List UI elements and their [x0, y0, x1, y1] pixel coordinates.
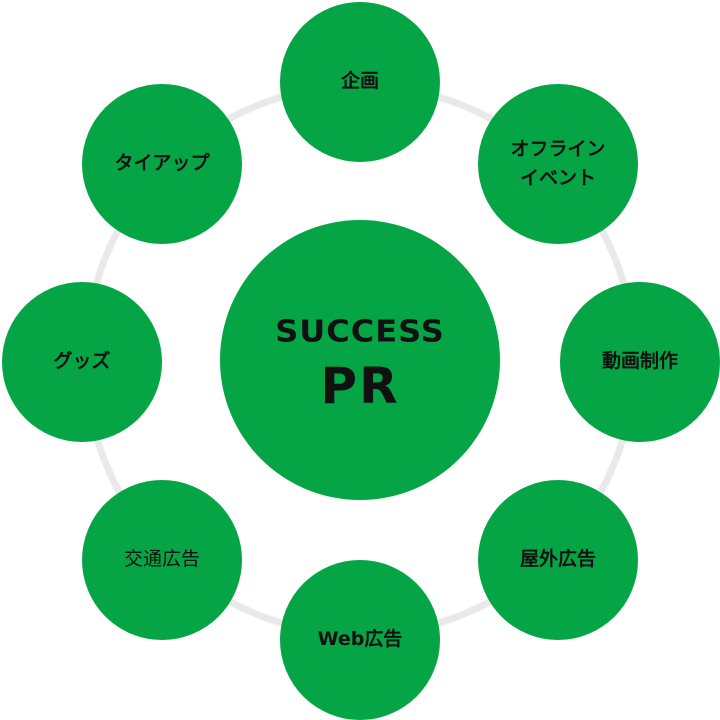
node-video-production: 動画制作 — [560, 282, 720, 442]
node-outdoor-ads: 屋外広告 — [478, 480, 638, 640]
node-transit-ads: 交通広告 — [82, 480, 242, 640]
node-goods: グッズ — [2, 282, 162, 442]
node-planning: 企画 — [280, 2, 440, 162]
node-web-ads: Web広告 — [280, 560, 440, 720]
center-circle: SUCCESS PR — [220, 220, 500, 500]
node-tie-up: タイアップ — [82, 84, 242, 244]
node-offline-event: オフライン イベント — [478, 84, 638, 244]
center-subtitle: PR — [320, 357, 400, 415]
center-title: SUCCESS — [275, 312, 445, 350]
